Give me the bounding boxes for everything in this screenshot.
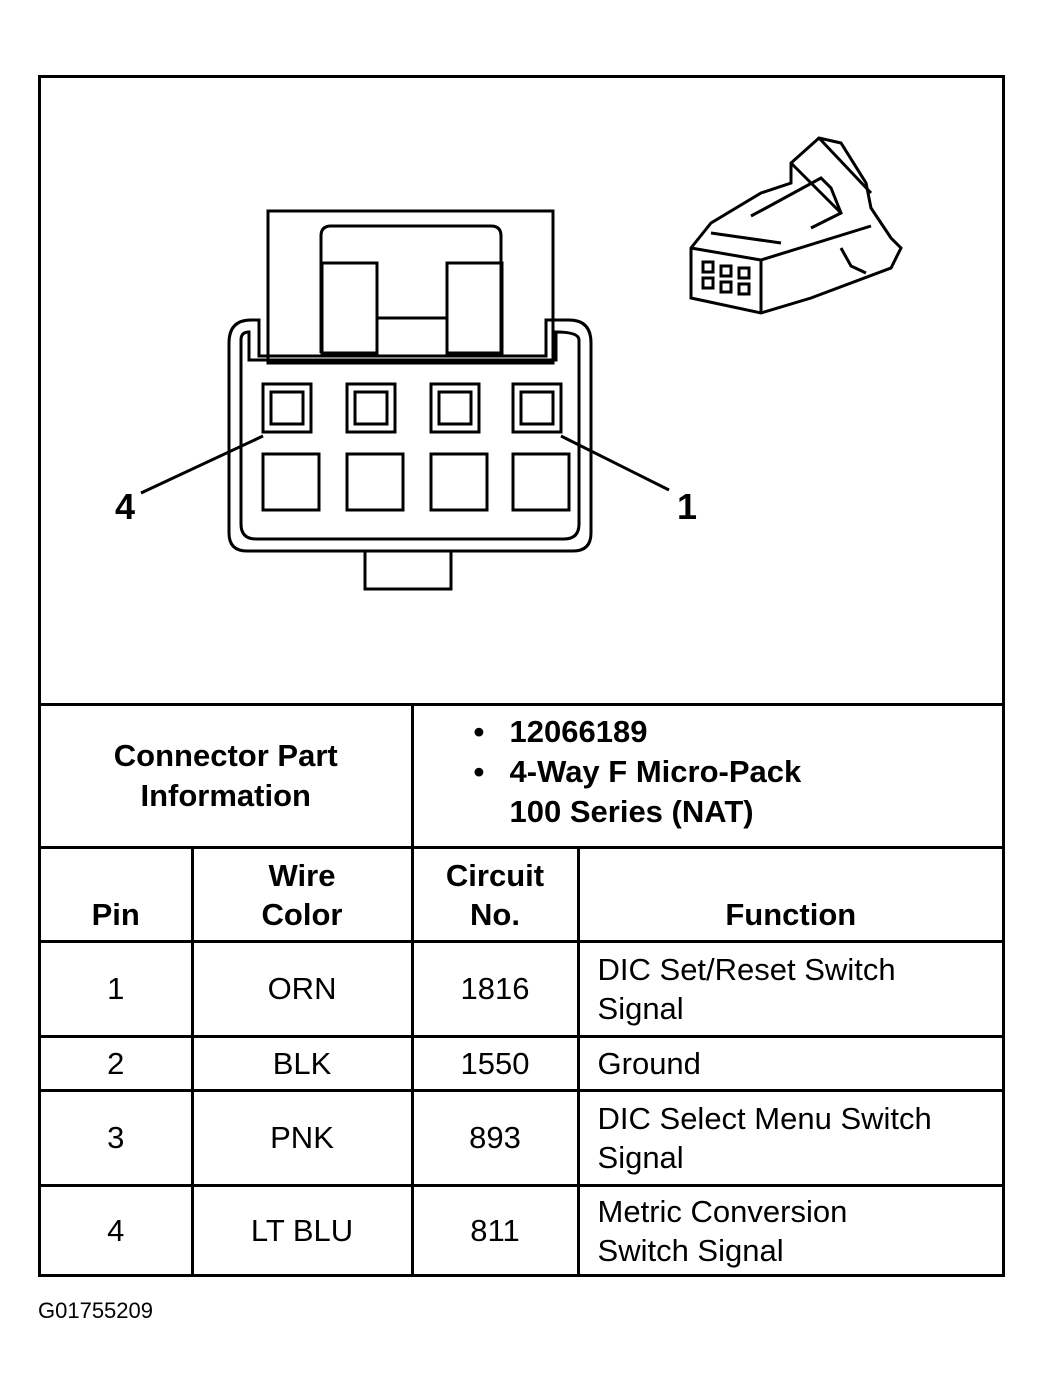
circuit-cell: 1550 [410, 1035, 580, 1092]
circuit-cell: 811 [410, 1184, 580, 1276]
wire-color-cell: PNK [190, 1089, 414, 1187]
pin-cavity-3 [345, 382, 397, 434]
pin-cell: 1 [41, 940, 194, 1038]
pin-cavity-4 [261, 382, 313, 434]
pin-cell: 2 [41, 1035, 194, 1092]
function-cell: Ground [576, 1035, 1003, 1092]
wire-color-cell: ORN [190, 940, 414, 1038]
connector-info-table: Connector Part Information •12066189 •4-… [41, 703, 1003, 1276]
pin-cavity-1 [511, 382, 563, 434]
connector-diagram: 4 1 [41, 78, 1002, 703]
connector-part-label: Connector Part Information [41, 703, 414, 849]
pin-cell: 4 [41, 1184, 194, 1276]
pin-1-label: 1 [677, 486, 698, 527]
circuit-cell: 1816 [410, 940, 580, 1038]
connector-latch [319, 224, 503, 353]
pin-1-leader [560, 434, 670, 492]
table-row: 2 BLK 1550 Ground [41, 1035, 1003, 1092]
connector-body [227, 318, 593, 553]
wire-color-cell: LT BLU [190, 1184, 414, 1276]
header-function: Function [576, 846, 1003, 943]
part-number-item: •12066189 [473, 714, 648, 749]
connector-isometric-icon [689, 136, 903, 315]
connector-tab [363, 549, 453, 591]
connector-figure-frame: 4 1 Connector Part Information •12066189… [38, 75, 1005, 1277]
pin-cavity-2 [429, 382, 481, 434]
connector-part-row: Connector Part Information •12066189 •4-… [41, 703, 1003, 849]
header-pin: Pin [41, 846, 194, 943]
figure-id: G01755209 [38, 1298, 153, 1323]
wire-color-cell: BLK [190, 1035, 414, 1092]
connector-latch-housing [266, 209, 555, 365]
pin-4-label: 4 [115, 486, 136, 527]
connector-drawing [140, 136, 903, 591]
circuit-cell: 893 [410, 1089, 580, 1187]
pin-4-leader [140, 434, 264, 495]
pin-cell: 3 [41, 1089, 194, 1187]
